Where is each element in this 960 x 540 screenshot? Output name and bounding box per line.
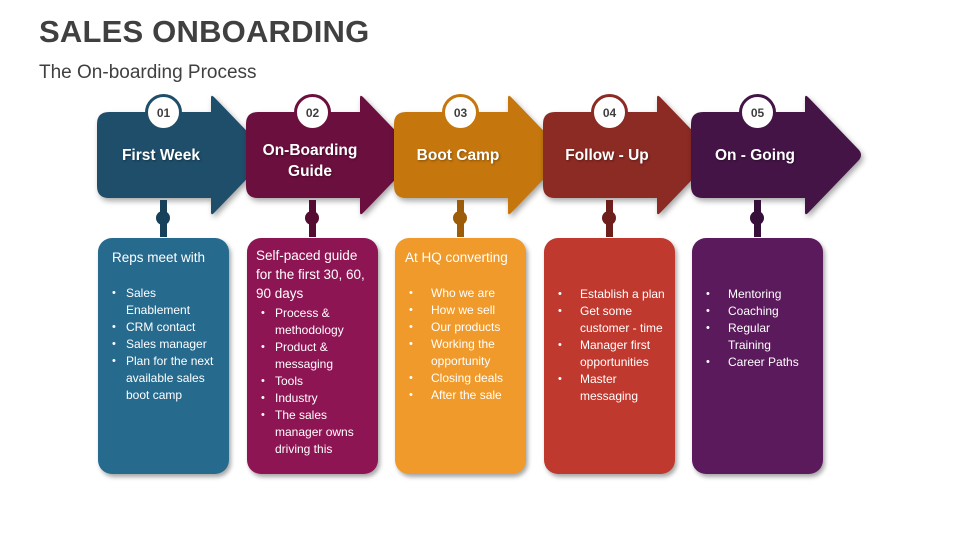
card-bullet-item: After the sale (409, 387, 518, 404)
card-bullet-item: How we sell (409, 302, 518, 319)
card-heading: Reps meet with (112, 250, 206, 265)
card-heading: At HQ converting (405, 250, 508, 265)
step-title: First Week (96, 94, 226, 216)
card-bullet-item: CRM contact (112, 319, 221, 336)
step-detail-card: MentoringCoachingRegular TrainingCareer … (692, 238, 823, 474)
card-bullet-item: Coaching (706, 303, 815, 320)
step-title: On - Going (690, 94, 820, 216)
card-bullet-list: Process & methodologyProduct & messaging… (261, 305, 370, 458)
card-bullet-item: Mentoring (706, 286, 815, 303)
step-arrow-shape (691, 94, 863, 216)
card-bullet-item: Get some customer - time (558, 303, 667, 337)
step-title-text: Boot Camp (416, 146, 500, 164)
card-bullet-list: MentoringCoachingRegular TrainingCareer … (706, 286, 815, 371)
step-arrow-shape (97, 94, 269, 216)
connector-dot (750, 211, 764, 225)
step-detail-card: At HQ convertingWho we areHow we sellOur… (395, 238, 526, 474)
step-detail-card: Reps meet withSales EnablementCRM contac… (98, 238, 229, 474)
card-bullet-item: Plan for the next available sales boot c… (112, 353, 221, 404)
step-number-badge: 02 (294, 94, 331, 131)
connector-dot (602, 211, 616, 225)
step-title: On-Boarding Guide (245, 94, 375, 216)
page-subtitle: The On-boarding Process (39, 62, 257, 83)
step-title-text: Follow - Up (565, 146, 649, 164)
card-bullet-item: Our products (409, 319, 518, 336)
step-arrow-shape (394, 94, 566, 216)
card-bullet-item: Master messaging (558, 371, 667, 405)
card-bullet-item: Career Paths (706, 354, 815, 371)
step-number-badge: 05 (739, 94, 776, 131)
card-bullet-item: The sales manager owns driving this (261, 407, 370, 458)
step-number-badge: 03 (442, 94, 479, 131)
card-bullet-item: Working the opportunity (409, 336, 518, 370)
step-title-text: First Week (121, 146, 201, 164)
card-bullet-item: Closing deals (409, 370, 518, 387)
step-title-text: On-Boarding Guide (262, 142, 358, 180)
card-bullet-item: Who we are (409, 285, 518, 302)
card-bullet-item: Sales manager (112, 336, 221, 353)
step-title-text: On - Going (714, 146, 796, 164)
step-number-badge: 04 (591, 94, 628, 131)
step-detail-card: Establish a planGet some customer - time… (544, 238, 675, 474)
card-bullet-list: Who we areHow we sellOur productsWorking… (409, 285, 518, 404)
step-arrow-shape (246, 94, 418, 216)
connector-dot (305, 211, 319, 225)
step-detail-card: Self-paced guide for the first 30, 60, 9… (247, 238, 378, 474)
card-bullet-item: Regular Training (706, 320, 815, 354)
card-bullet-item: Process & methodology (261, 305, 370, 339)
card-bullet-item: Product & messaging (261, 339, 370, 373)
page-title: SALES ONBOARDING (39, 14, 370, 49)
connector-dot (156, 211, 170, 225)
step-arrow-shape (543, 94, 715, 216)
card-heading: Self-paced guide for the first 30, 60, 9… (256, 248, 365, 301)
step-title: Boot Camp (393, 94, 523, 216)
card-bullet-item: Industry (261, 390, 370, 407)
step-title: Follow - Up (542, 94, 672, 216)
card-bullet-item: Manager first opportunities (558, 337, 667, 371)
card-bullet-item: Establish a plan (558, 286, 667, 303)
card-bullet-item: Tools (261, 373, 370, 390)
connector-dot (453, 211, 467, 225)
step-number-badge: 01 (145, 94, 182, 131)
card-bullet-item: Sales Enablement (112, 285, 221, 319)
card-bullet-list: Establish a planGet some customer - time… (558, 286, 667, 405)
card-bullet-list: Sales EnablementCRM contactSales manager… (112, 285, 221, 404)
